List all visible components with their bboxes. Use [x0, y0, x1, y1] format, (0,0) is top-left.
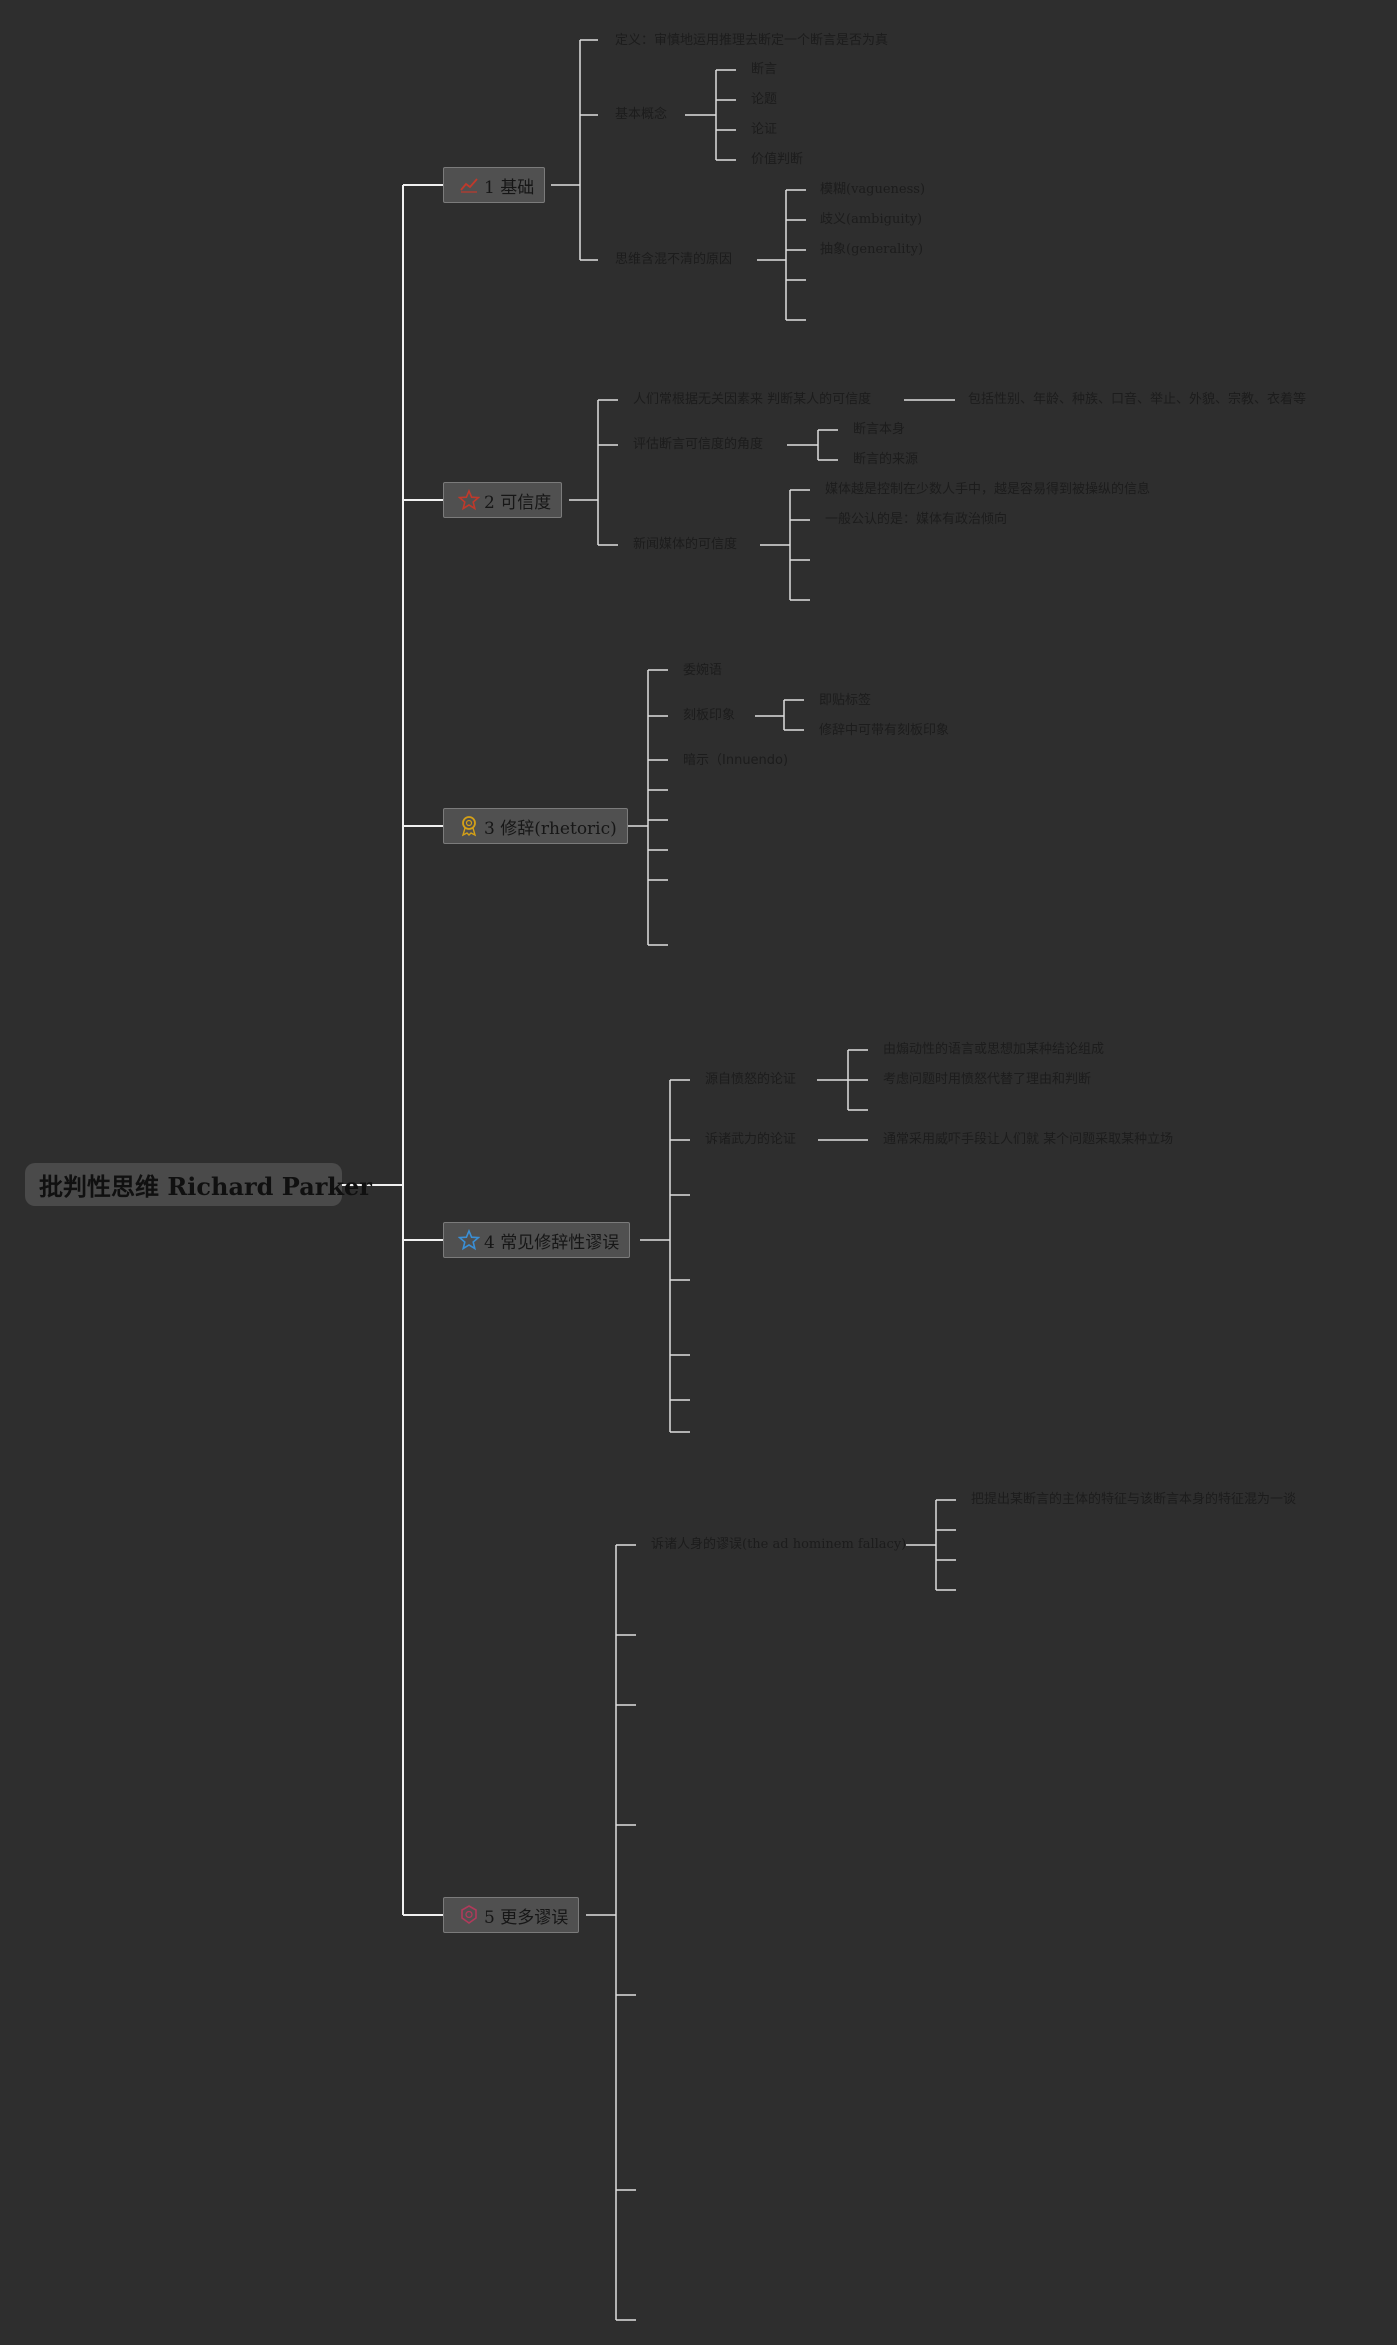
node-claim-source[interactable]: 断言的来源 — [853, 452, 919, 467]
branch-label: 5 更多谬误 — [484, 1907, 569, 1928]
node-credibility-angles[interactable]: 评估断言可信度的角度 — [633, 437, 764, 452]
star-icon — [458, 1229, 480, 1251]
node-news-media[interactable]: 新闻媒体的可信度 — [633, 537, 738, 552]
node-appeal-to-force[interactable]: 诉诸武力的论证 — [705, 1132, 797, 1147]
node-ad-hominem-detail[interactable]: 把提出某断言的主体的特征与该断言本身的特征混为一谈 — [971, 1492, 1297, 1507]
branch-label: 4 常见修辞性谬误 — [484, 1232, 620, 1253]
node-euphemism[interactable]: 委婉语 — [683, 663, 723, 678]
branch-more-fallacies[interactable]: 5 更多谬误 — [443, 1897, 580, 1933]
node-basic-concepts[interactable]: 基本概念 — [615, 107, 668, 122]
node-irrelevant-factors-detail[interactable]: 包括性别、年龄、种族、口音、举止、外貌、宗教、衣着等 — [968, 392, 1307, 407]
node-concept-value-judgment[interactable]: 价值判断 — [751, 152, 804, 167]
node-ad-hominem[interactable]: 诉诸人身的谬误(the ad hominem fallacy) — [651, 1537, 907, 1552]
node-vagueness[interactable]: 模糊(vagueness) — [820, 182, 926, 197]
node-argument-from-anger[interactable]: 源自愤怒的论证 — [705, 1072, 797, 1087]
node-unclear-thinking-causes[interactable]: 思维含混不清的原因 — [615, 252, 733, 267]
chart-icon — [460, 178, 478, 193]
node-concept-argument[interactable]: 论证 — [751, 122, 778, 137]
node-media-bias[interactable]: 一般公认的是：媒体有政治倾向 — [825, 512, 1008, 527]
node-definition[interactable]: 定义：审慎地运用推理去断定一个断言是否为真 — [615, 33, 889, 48]
node-concept-issue[interactable]: 论题 — [751, 92, 778, 107]
branch-label: 1 基础 — [484, 177, 535, 198]
branch-basics[interactable]: 1 基础 — [443, 167, 546, 203]
branch-credibility[interactable]: 2 可信度 — [443, 482, 563, 518]
branch-rhetorical-fallacies[interactable]: 4 常见修辞性谬误 — [443, 1222, 631, 1258]
node-stereotype[interactable]: 刻板印象 — [683, 708, 736, 723]
node-irrelevant-factors[interactable]: 人们常根据无关因素来 判断某人的可信度 — [633, 392, 872, 407]
branch-label: 2 可信度 — [484, 492, 552, 513]
star-icon — [458, 489, 480, 511]
node-anger-inflammatory[interactable]: 由煽动性的语言或思想加某种结论组成 — [883, 1042, 1105, 1057]
node-rhetoric-stereotype[interactable]: 修辞中可带有刻板印象 — [819, 723, 950, 738]
branch-label: 3 修辞(rhetoric) — [484, 818, 617, 839]
node-innuendo[interactable]: 暗示（Innuendo) — [683, 753, 789, 768]
award-icon — [461, 816, 477, 837]
node-appeal-to-force-detail[interactable]: 通常采用威吓手段让人们就 某个问题采取某种立场 — [883, 1132, 1174, 1147]
node-anger-replaces-reason[interactable]: 考虑问题时用愤怒代替了理由和判断 — [883, 1072, 1092, 1087]
root-topic[interactable]: 批判性思维 Richard Parker — [25, 1163, 372, 1206]
badge-icon — [461, 1905, 477, 1924]
node-generality[interactable]: 抽象(generality) — [820, 242, 924, 257]
node-labeling[interactable]: 即贴标签 — [819, 693, 872, 708]
node-media-control[interactable]: 媒体越是控制在少数人手中，越是容易得到被操纵的信息 — [825, 482, 1151, 497]
branch-rhetoric[interactable]: 3 修辞(rhetoric) — [443, 808, 628, 844]
node-ambiguity[interactable]: 歧义(ambiguity) — [820, 212, 923, 227]
node-concept-assertion[interactable]: 断言 — [751, 62, 778, 77]
node-claim-itself[interactable]: 断言本身 — [853, 422, 906, 437]
